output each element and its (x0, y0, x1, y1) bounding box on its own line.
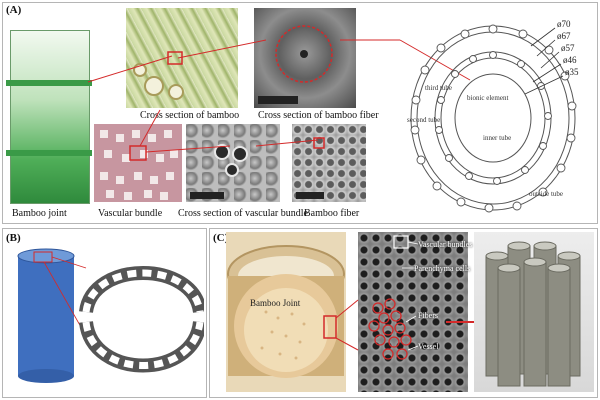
bamboo-tube-ends (133, 51, 184, 100)
label-inner-tube: inner tube (483, 134, 511, 142)
annotation-fibers: Fibers (418, 311, 438, 320)
panel-a-label: (A) (6, 4, 22, 16)
vascular-annotated-sem (358, 232, 468, 392)
bamboo-joint-photo (226, 232, 346, 392)
annotation-vessel: Vessel (418, 342, 439, 351)
ring-structure-upper (79, 266, 204, 314)
caption-cross-section-bamboo: Cross section of bamboo (140, 110, 240, 121)
dim-57: ø57 (561, 43, 575, 53)
panel-a (2, 2, 598, 224)
caption-cross-section-vascular: Cross section of vascular bundle (178, 208, 308, 219)
label-third-tube: third tube (425, 84, 452, 92)
ring-structure-lower (79, 320, 204, 373)
caption-vascular-bundle: Vascular bundle (98, 208, 163, 219)
bamboo-fiber-sem-photo (292, 124, 366, 202)
vascular-sem-vessels (190, 144, 248, 199)
bamboo-joint-cross-section (227, 245, 345, 378)
label-bionic-element: bionic element (467, 94, 508, 102)
fiber-cross-section (258, 25, 333, 104)
dim-46: ø46 (563, 55, 577, 65)
annotation-parenchyma-cells: Parenchyma cells (414, 264, 471, 273)
fiber-sem-marker (296, 137, 325, 199)
blue-cylinder (17, 248, 75, 383)
dim-35: ø35 (565, 67, 579, 77)
panel-b-illustration (17, 248, 204, 383)
panel-b-label: (B) (6, 232, 21, 244)
joint-band-upper (6, 80, 92, 86)
dim-70: ø70 (557, 19, 571, 29)
label-second-tube: second tube (407, 116, 440, 124)
bamboo-bundle-photo (126, 8, 238, 108)
caption-bamboo-joint: Bamboo joint (12, 208, 67, 219)
bamboo-joint-label: Bamboo Joint (250, 298, 301, 308)
bamboo-stalk-illustration (10, 30, 90, 204)
vascular-bundle-photo (94, 124, 182, 202)
panel-b (2, 228, 207, 398)
tube-cluster-shape (485, 241, 581, 387)
label-outside-tube: outside tube (529, 190, 563, 198)
dim-67: ø67 (557, 31, 571, 41)
caption-cross-section-fiber: Cross section of bamboo fiber (258, 110, 379, 121)
sem-fiber-highlights (368, 235, 419, 360)
bionic-tube-diagram: ø70 ø67 ø57 ø46 ø35 bionic element third… (407, 19, 579, 213)
panel-c-label: (C) (213, 232, 229, 244)
vascular-sem-photo (186, 124, 280, 202)
tube-cluster-render (474, 232, 594, 392)
fiber-sem-photo (254, 8, 356, 108)
caption-bamboo-fiber: Bamboo fiber (304, 208, 360, 219)
annotation-vascular-bundles: Vascular bundles (418, 240, 473, 249)
vascular-bundle-pattern (100, 130, 178, 200)
joint-band-lower (6, 150, 92, 156)
panel-c (209, 228, 598, 398)
